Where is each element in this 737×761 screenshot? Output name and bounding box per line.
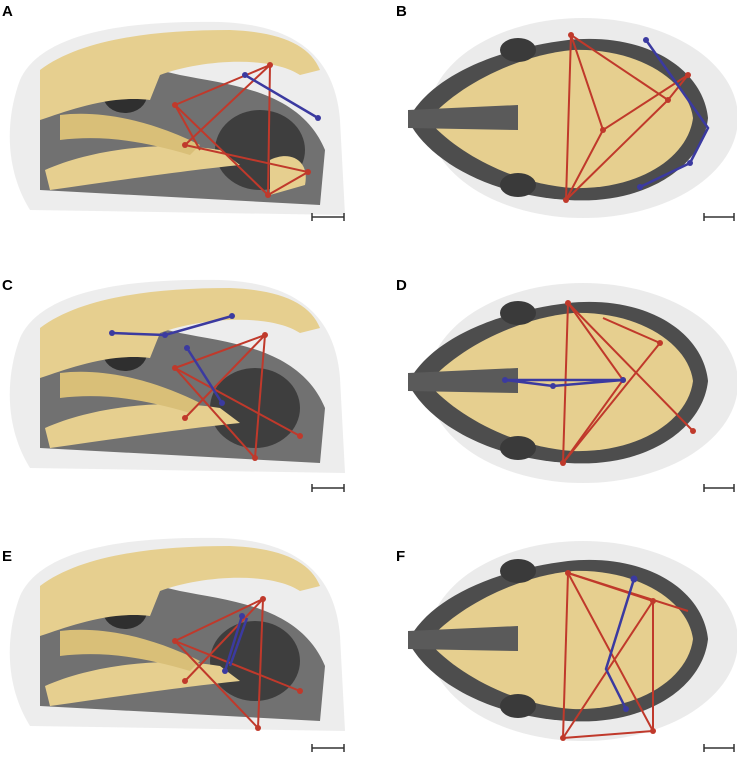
- panel-label-f: F: [396, 548, 406, 565]
- measurement-lines-blue: [504, 378, 624, 388]
- skull-render-dorsal-b: [408, 18, 737, 221]
- panel-e: E: [0, 516, 368, 761]
- panel-f: F: [368, 516, 737, 761]
- measurement-lines-red: [174, 597, 301, 731]
- panel-a: A: [0, 0, 368, 245]
- panel-b: B: [368, 0, 737, 245]
- panel-label-c: C: [2, 277, 13, 294]
- measurement-lines-blue: [639, 39, 710, 189]
- panel-label-a: A: [2, 3, 13, 20]
- measurement-lines-red: [174, 333, 301, 461]
- panel-label-d: D: [396, 277, 407, 294]
- skull-render-lateral-e: [9, 537, 346, 752]
- skull-render-lateral-a: [9, 21, 346, 221]
- panel-c: C: [0, 258, 368, 503]
- skull-render-dorsal-f: [408, 541, 737, 752]
- panel-label-b: B: [396, 3, 407, 20]
- panel-label-e: E: [2, 548, 13, 565]
- skull-render-lateral-c: [9, 279, 346, 492]
- skull-render-dorsal-d: [408, 283, 737, 492]
- measurement-lines-blue: [244, 73, 319, 120]
- measurement-lines-blue: [223, 615, 249, 672]
- panel-d: D: [368, 258, 737, 503]
- measurement-lines-blue: [604, 578, 636, 710]
